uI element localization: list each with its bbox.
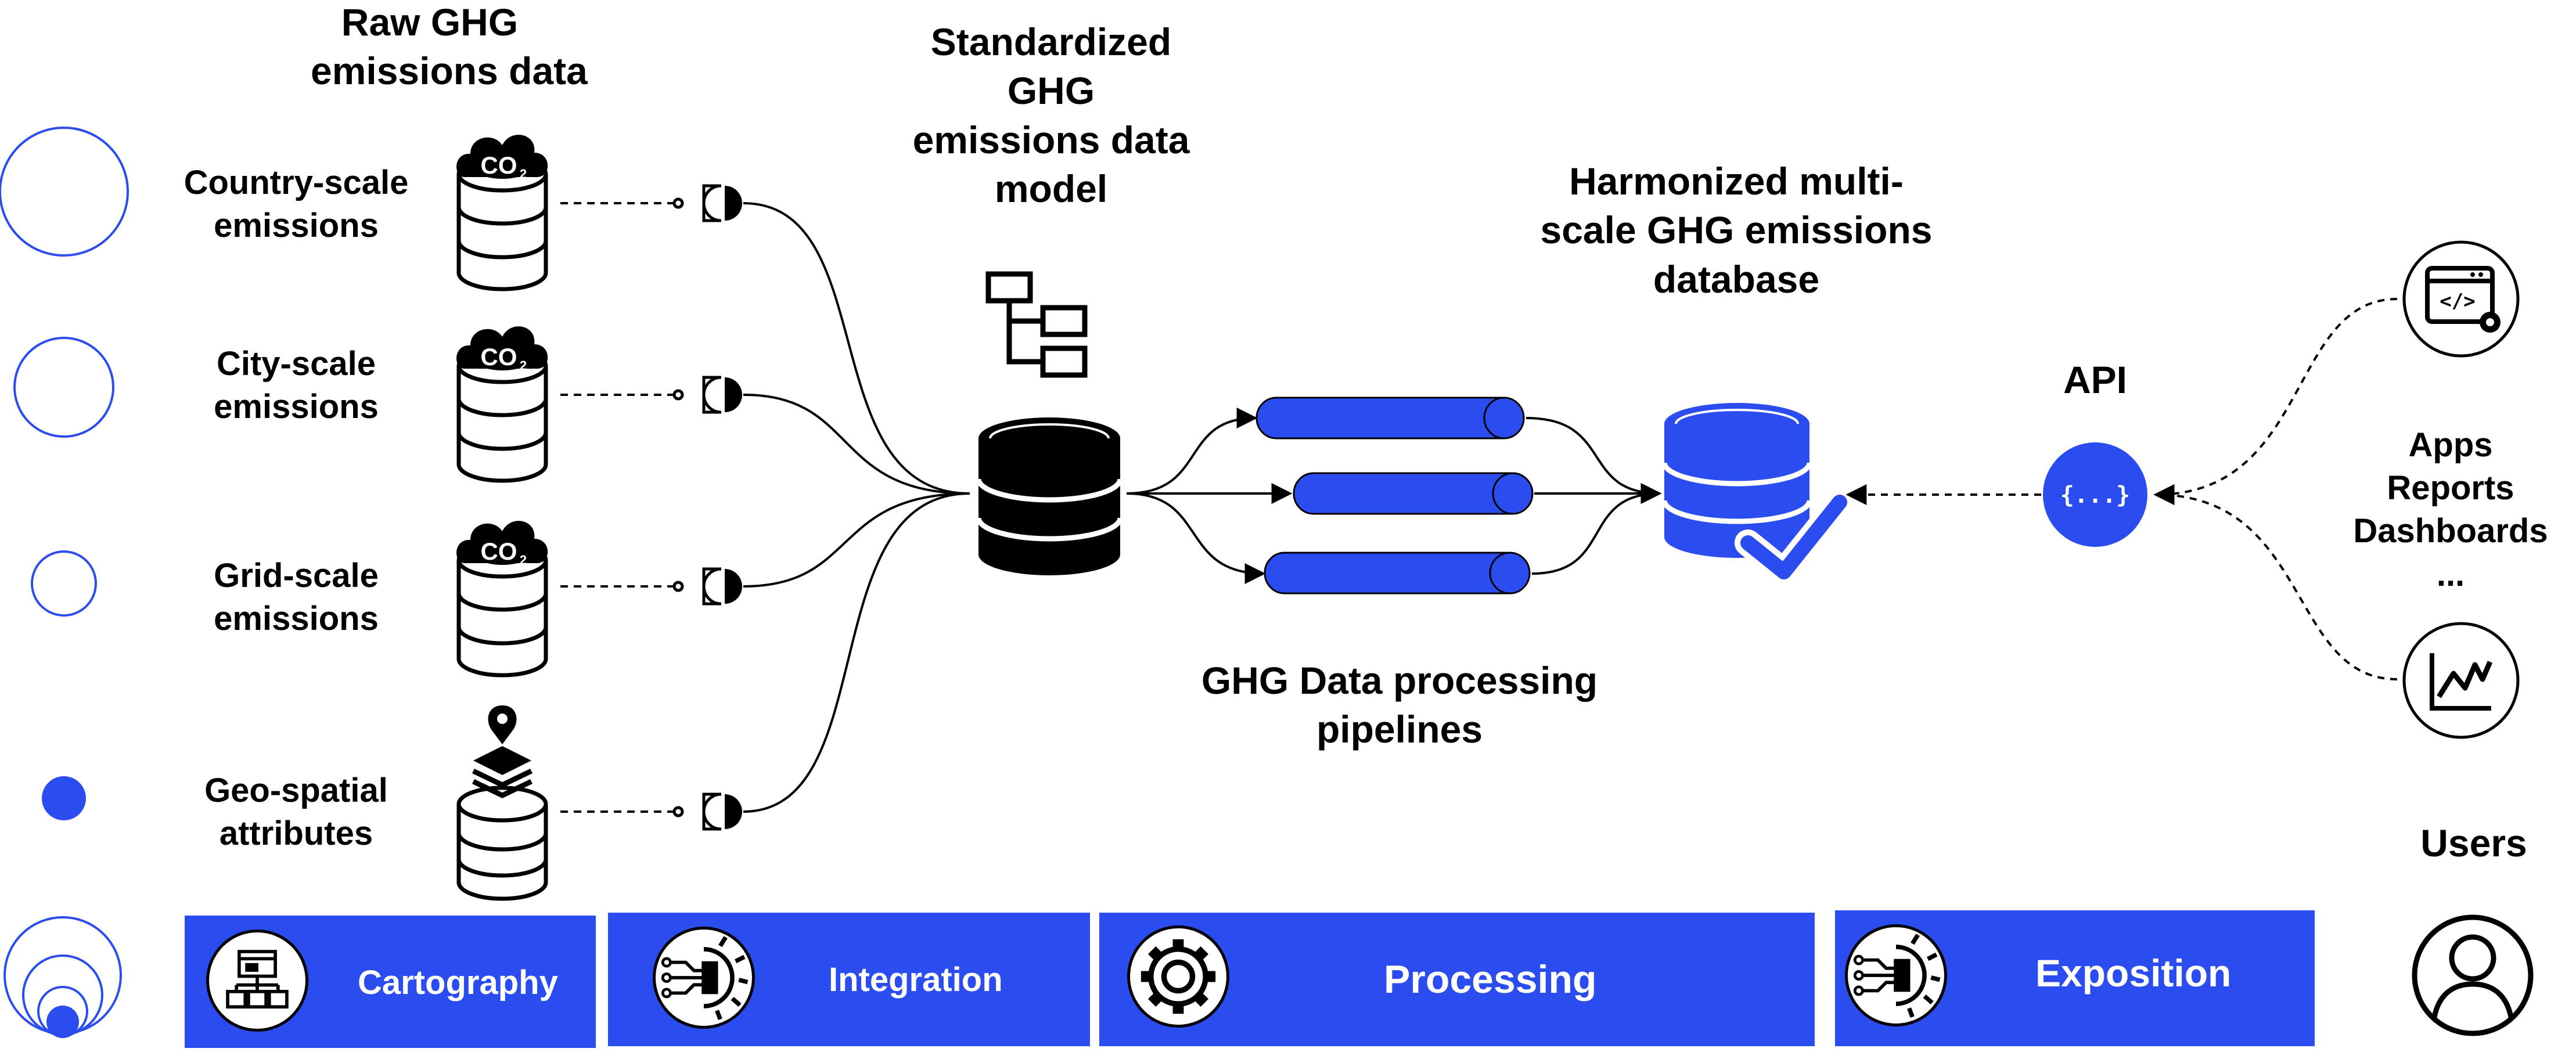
pipelines-label-line: pipelines	[1316, 708, 1483, 751]
source-label-line: attributes	[219, 815, 373, 853]
ingestion-links	[743, 202, 970, 813]
map-layout-icon	[206, 929, 308, 1032]
users-label: Users	[2420, 822, 2527, 864]
processing-pipelines	[1255, 397, 1534, 595]
co2-database-icon	[456, 326, 548, 481]
database-icon	[976, 417, 1123, 575]
band-integration: Integration	[608, 913, 1090, 1046]
band-label-cartography: Cartography	[358, 964, 558, 1001]
user-icon	[2412, 914, 2534, 1036]
connector-socket-icon	[704, 377, 742, 412]
source-dashed-links	[560, 202, 675, 813]
pipeline-1	[1255, 397, 1525, 439]
source-label-line: Grid-scale	[214, 557, 379, 595]
pipeline-3	[1264, 552, 1531, 595]
pipeline-inbound-links	[1126, 408, 1293, 584]
data-model-title-line: Standardized	[930, 20, 1172, 63]
source-label-line: City-scale	[216, 345, 376, 383]
scale-legend	[0, 127, 129, 1038]
pipelines-label: GHG Data processing pipelines	[1138, 656, 1661, 754]
source-label-line: emissions	[214, 207, 379, 245]
raw-data-title-line: Raw GHG	[341, 1, 519, 44]
connector-socket-icon	[704, 186, 742, 221]
circuit-gear-icon	[653, 927, 755, 1029]
user-output-item: Reports	[2387, 469, 2514, 507]
city-scale-circle	[13, 337, 114, 438]
band-exposition: Exposition	[1835, 910, 2315, 1046]
api-label: API	[2063, 358, 2128, 401]
source-label-line: Geo-spatial	[204, 772, 388, 809]
country-scale-circle	[0, 127, 129, 257]
pipelines-label-line: GHG Data processing	[1201, 659, 1598, 702]
harmonized-db-title: Harmonized multi- scale GHG emissions da…	[1498, 157, 1974, 304]
connector-socket-icon	[704, 794, 742, 829]
verified-database-icon	[1661, 403, 1853, 585]
gear-icon	[1127, 925, 1229, 1028]
data-model-title: Standardized GHG emissions data model	[871, 17, 1231, 214]
user-links	[2153, 298, 2398, 680]
geo-layers-database-icon	[459, 705, 546, 899]
source-label-line: emissions	[214, 388, 379, 426]
source-label-country: Country-scale emissions	[168, 161, 424, 247]
api-badge-text: {...}	[2060, 482, 2131, 509]
svg-text:</>: </>	[2440, 290, 2475, 313]
band-processing: Processing	[1099, 913, 1815, 1046]
source-label-line: Country-scale	[184, 164, 409, 201]
grid-scale-circle	[31, 550, 97, 617]
band-label-exposition: Exposition	[2035, 952, 2232, 995]
link-endpoints	[672, 197, 684, 817]
harmonized-db-title-line: database	[1653, 257, 1820, 301]
user-output-item: Apps	[2408, 426, 2493, 464]
pipeline-2	[1293, 472, 1534, 515]
user-output-item: ...	[2436, 555, 2465, 593]
data-model-title-line: GHG	[1007, 69, 1095, 113]
raw-data-title-line: emissions data	[311, 49, 588, 93]
api-badge[interactable]	[2043, 442, 2147, 547]
band-label-integration: Integration	[829, 961, 1003, 999]
geo-spatial-dot	[42, 776, 86, 820]
source-label-grid: Grid-scale emissions	[168, 554, 424, 640]
data-model-title-line: emissions data	[912, 118, 1190, 161]
pipeline-outbound-links	[1526, 417, 1662, 575]
source-label-geo: Geo-spatial attributes	[168, 769, 424, 855]
code-window-icon: </>	[2402, 240, 2520, 358]
harmonized-db-title-line: Harmonized multi-	[1569, 160, 1904, 203]
user-outputs-list: Apps Reports Dashboards ...	[2329, 424, 2573, 596]
user-output-item: Dashboards	[2353, 512, 2548, 550]
co2-database-icon	[456, 135, 548, 289]
source-label-city: City-scale emissions	[168, 343, 424, 428]
raw-data-title: Raw GHG emissions data	[311, 0, 588, 96]
co2-database-icon	[456, 521, 548, 675]
band-cartography: Cartography	[185, 916, 596, 1048]
source-label-line: emissions	[214, 600, 379, 638]
data-model-title-line: model	[994, 167, 1108, 211]
line-chart-icon	[2402, 622, 2520, 739]
harmonized-db-title-line: scale GHG emissions	[1540, 208, 1933, 252]
nested-scale-icon	[3, 916, 122, 1038]
schema-icon	[985, 271, 1088, 378]
connector-socket-icon	[704, 569, 742, 604]
circuit-gear-icon	[1845, 924, 1947, 1026]
band-label-processing: Processing	[1384, 957, 1597, 1001]
